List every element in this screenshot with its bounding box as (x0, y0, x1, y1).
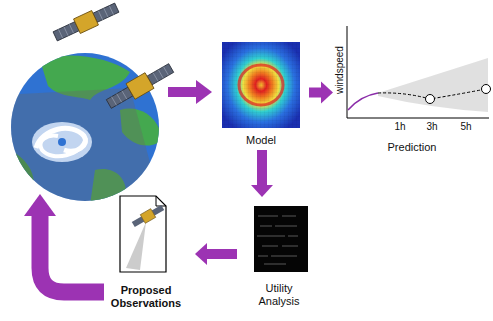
prediction-chart (347, 26, 491, 118)
satellite (52, 0, 120, 43)
node-label: Utility Analysis (249, 282, 309, 308)
flow-arrow (309, 88, 322, 98)
hurricane-swirl (32, 122, 92, 162)
node-label: Prediction (388, 141, 437, 154)
node-label: Proposed Observations (104, 284, 188, 310)
earth-globe (0, 53, 162, 210)
axis-label: windspeed (334, 46, 346, 94)
flow-arrow-group (195, 243, 237, 265)
arrow-head (195, 243, 207, 265)
flow-arrow (257, 150, 267, 186)
satellite (104, 60, 175, 112)
flow-arrow (168, 80, 212, 104)
tick-label: 5h (460, 121, 471, 133)
analysis-box: Utility Analysis (240, 200, 318, 308)
prediction-box: Prediction (336, 20, 488, 154)
tick-label: 3h (426, 121, 437, 133)
flow-arrow (206, 249, 237, 259)
model-box: Model (216, 38, 306, 147)
utility-image (254, 206, 308, 272)
observations-box: Proposed Observations (100, 188, 192, 310)
return-arrow (24, 194, 104, 292)
tick-label: 1h (394, 121, 405, 133)
flow-arrow-group (251, 150, 273, 197)
document-icon (120, 196, 166, 272)
node-label: Model (246, 134, 276, 147)
model-heatmap (222, 42, 300, 128)
flow-arrow-group (309, 82, 333, 104)
arrow-head (251, 185, 273, 197)
arrow-head (321, 82, 333, 104)
